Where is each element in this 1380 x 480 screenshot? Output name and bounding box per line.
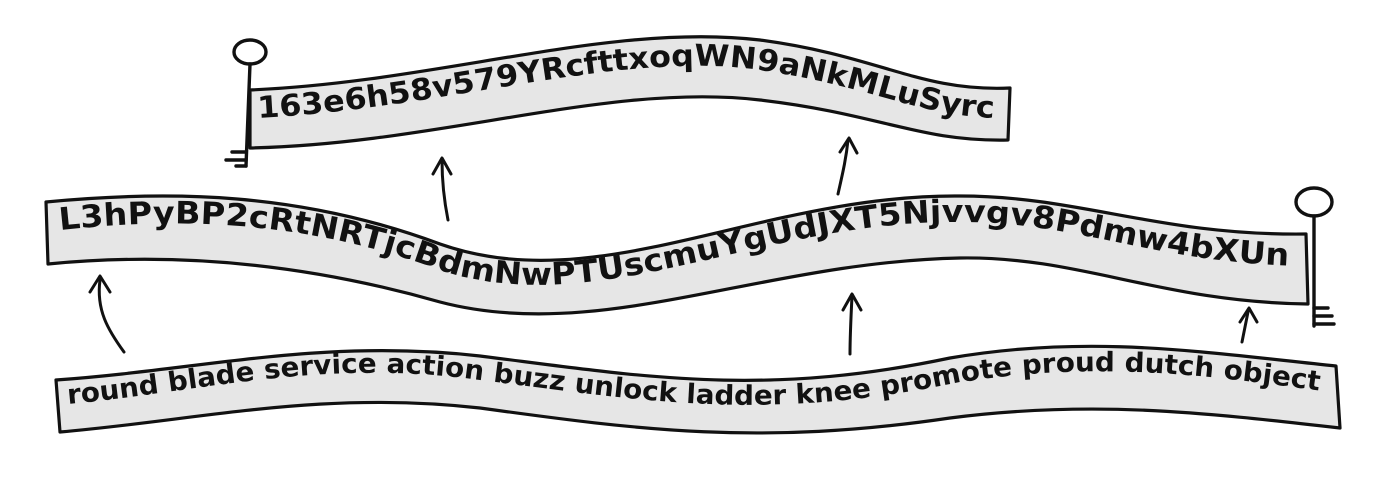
ribbon-middle: L3hPyBP2cRtNRTjcBdmNwPTUscmuYgUdJXT5Njvv…: [44, 194, 1310, 316]
ribbon-top: 163e6h58v579YRcfttxoqWN9aNkMLuSyrc: [248, 35, 1012, 150]
ribbon-middle-band: [44, 194, 1310, 316]
arrow-up-icon: [836, 136, 859, 196]
ribbon-top-band: [248, 35, 1012, 150]
ribbon-bottom-band: [54, 344, 1342, 435]
arrow-up-icon: [88, 274, 126, 354]
arrow-up-icon: [1238, 306, 1259, 344]
ribbon-bottom: round blade service action buzz unlock l…: [54, 344, 1342, 435]
key-icon: [224, 38, 268, 168]
arrow-up-icon: [841, 292, 863, 356]
key-icon: [1294, 186, 1336, 328]
arrow-up-icon: [431, 156, 453, 222]
